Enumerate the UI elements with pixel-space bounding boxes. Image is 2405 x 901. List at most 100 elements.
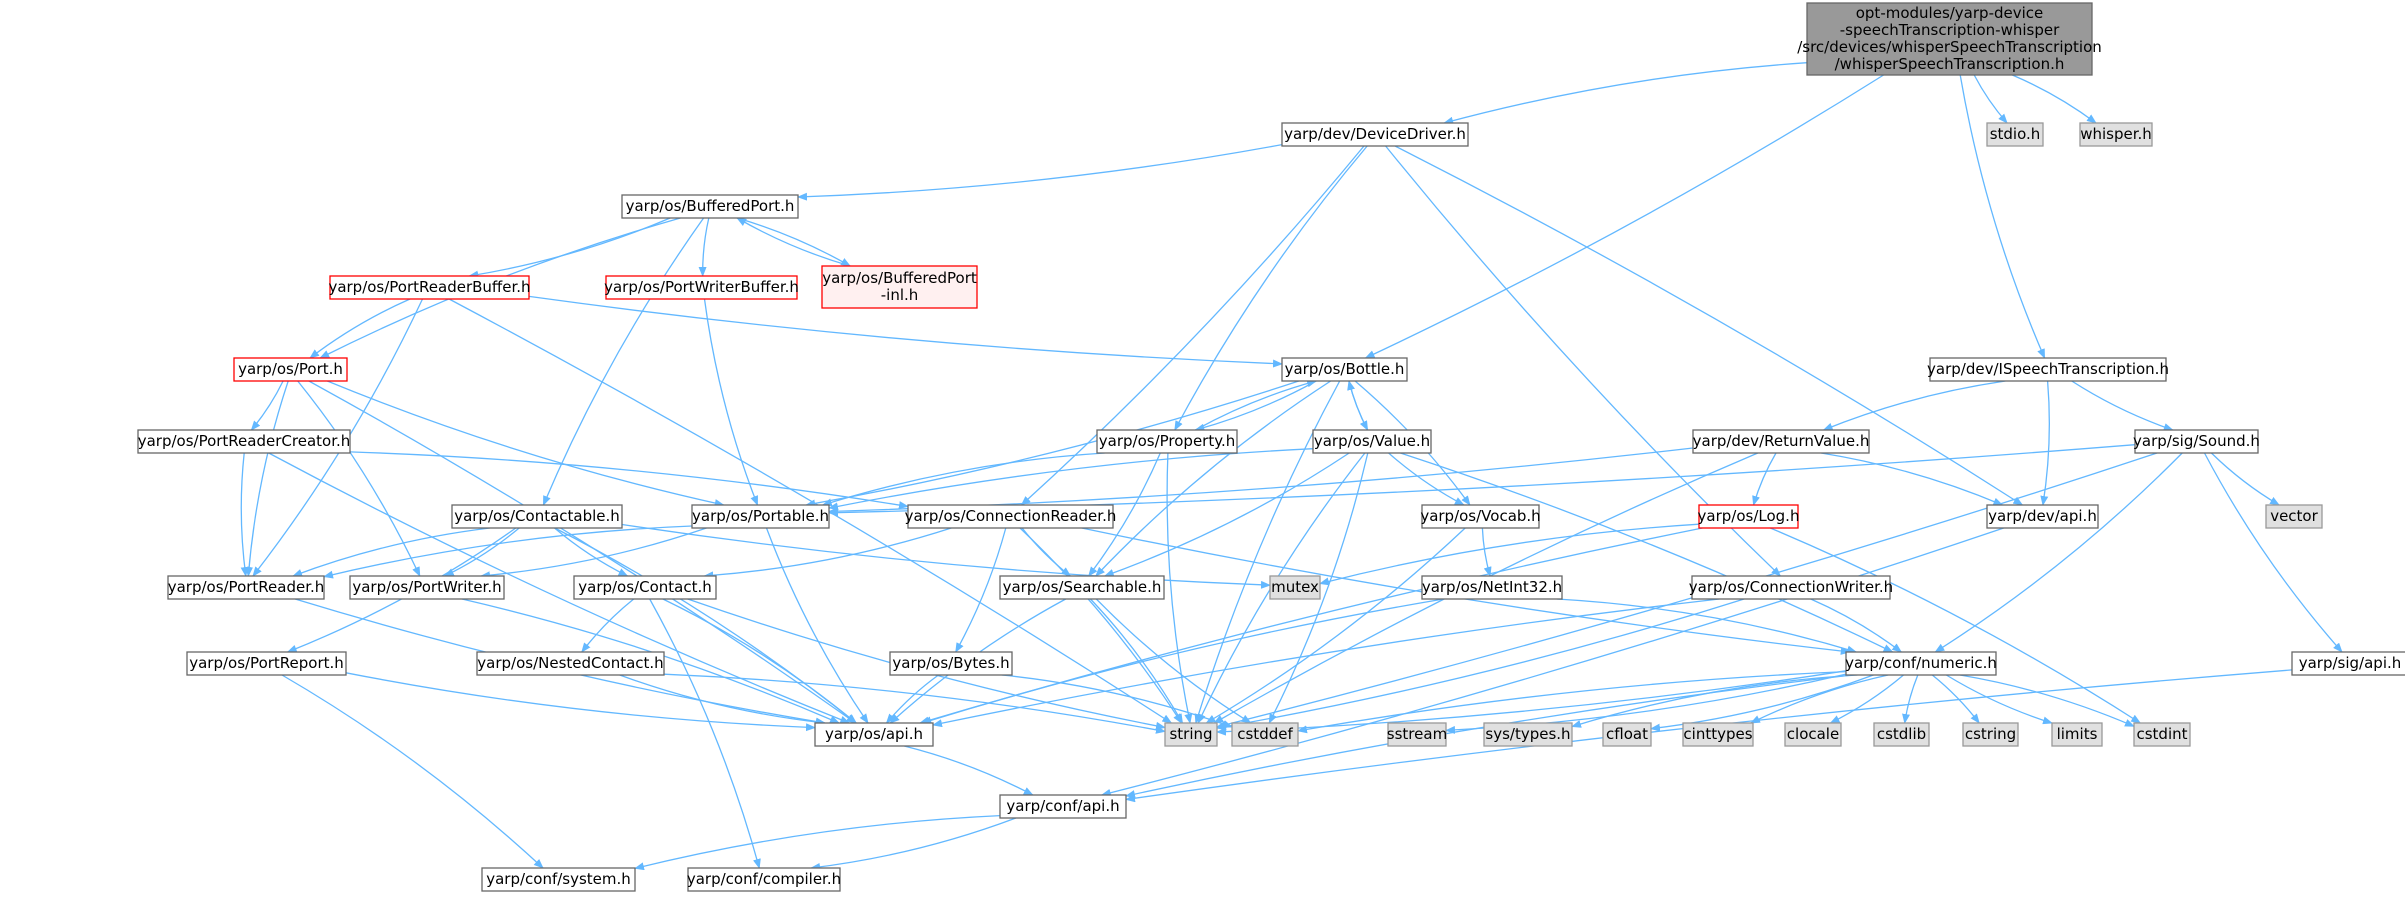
node-port[interactable]: yarp/os/Port.h <box>233 357 348 382</box>
node-box-bufferedPort <box>621 194 799 219</box>
node-box-sigApi <box>2291 651 2405 676</box>
node-box-cstdlib <box>1873 722 1930 747</box>
node-label-whisper: whisper.h <box>2080 125 2152 143</box>
node-confApi[interactable]: yarp/conf/api.h <box>999 794 1127 819</box>
edge-portReport-to-system <box>281 674 544 869</box>
node-label-clocale: clocale <box>1787 725 1839 743</box>
edge-returnValue-to-devApi <box>1820 452 2004 506</box>
node-system[interactable]: yarp/conf/system.h <box>481 867 636 892</box>
node-label-cfloat: cfloat <box>1606 725 1648 743</box>
node-log[interactable]: yarp/os/Log.h <box>1698 504 1800 529</box>
edge-numeric-to-cinttypes <box>1750 674 1889 724</box>
node-portReaderBuffer[interactable]: yarp/os/PortReaderBuffer.h <box>328 275 531 300</box>
node-value[interactable]: yarp/os/Value.h <box>1312 429 1432 454</box>
node-box-portReaderCreator <box>137 429 351 454</box>
edge-vocab-to-netInt32 <box>1481 527 1492 577</box>
node-box-netInt32 <box>1421 575 1563 600</box>
edge-contactable-to-contact <box>554 527 629 577</box>
node-label-root: /whisperSpeechTranscription.h <box>1835 55 2065 73</box>
node-label-numeric: yarp/conf/numeric.h <box>1845 654 1997 672</box>
node-label-iSpeech: yarp/dev/ISpeechTranscription.h <box>1927 360 2169 378</box>
node-vocab[interactable]: yarp/os/Vocab.h <box>1420 504 1541 529</box>
node-label-connectionWriter: yarp/os/ConnectionWriter.h <box>1689 578 1893 596</box>
node-label-cstddef: cstddef <box>1237 725 1293 743</box>
node-bufferedPort[interactable]: yarp/os/BufferedPort.h <box>621 194 799 219</box>
node-netInt32[interactable]: yarp/os/NetInt32.h <box>1421 575 1563 600</box>
node-bytes[interactable]: yarp/os/Bytes.h <box>889 651 1013 676</box>
node-root[interactable]: opt-modules/yarp-device-speechTranscript… <box>1797 2 2102 76</box>
node-iSpeech[interactable]: yarp/dev/ISpeechTranscription.h <box>1927 357 2169 382</box>
node-box-contactable <box>451 504 623 529</box>
edge-netInt32-to-osApi <box>921 598 1444 725</box>
edge-root-to-bottle <box>1364 74 1884 359</box>
node-compiler[interactable]: yarp/conf/compiler.h <box>687 867 841 892</box>
edge-property-to-string <box>1166 452 1193 724</box>
node-label-cstring: cstring <box>1965 725 2016 743</box>
edge-contact-to-compiler <box>649 598 761 869</box>
node-box-string <box>1164 722 1218 747</box>
node-cfloat: cfloat <box>1602 722 1652 747</box>
edge-iSpeech-to-returnValue <box>1822 380 2006 431</box>
node-box-value <box>1312 429 1432 454</box>
node-nestedContact[interactable]: yarp/os/NestedContact.h <box>476 651 665 676</box>
node-connectionReader[interactable]: yarp/os/ConnectionReader.h <box>905 504 1117 529</box>
node-box-cinttypes <box>1682 722 1754 747</box>
node-portWriter[interactable]: yarp/os/PortWriter.h <box>349 575 505 600</box>
edge-root-to-stdio <box>1973 74 2008 124</box>
node-portWriterBuffer[interactable]: yarp/os/PortWriterBuffer.h <box>604 275 799 300</box>
node-label-contactable: yarp/os/Contactable.h <box>454 507 620 525</box>
node-sigApi[interactable]: yarp/sig/api.h <box>2291 651 2405 676</box>
edge-bytes-to-osApi <box>885 674 939 724</box>
edge-numeric-to-clocale <box>1829 674 1904 724</box>
node-box-confApi <box>999 794 1127 819</box>
node-cinttypes: cinttypes <box>1682 722 1754 747</box>
node-label-property: yarp/os/Property.h <box>1099 432 1235 450</box>
edge-bytes-to-cstddef <box>1001 674 1233 728</box>
node-bufferedPortInl[interactable]: yarp/os/BufferedPort-inl.h <box>821 265 978 309</box>
node-box-sound <box>2134 429 2259 454</box>
node-box-limits <box>2051 722 2103 747</box>
node-box-returnValue <box>1692 429 1870 454</box>
node-portReaderCreator[interactable]: yarp/os/PortReaderCreator.h <box>137 429 351 454</box>
edge-bottle-to-searchable <box>1095 380 1332 577</box>
edge-port-to-portReader <box>245 380 289 577</box>
node-box-stdio <box>1986 122 2044 147</box>
node-contactable[interactable]: yarp/os/Contactable.h <box>451 504 623 529</box>
node-portReport[interactable]: yarp/os/PortReport.h <box>186 651 347 676</box>
node-label-port: yarp/os/Port.h <box>238 360 343 378</box>
node-bottle[interactable]: yarp/os/Bottle.h <box>1281 357 1408 382</box>
node-box-portWriter <box>349 575 505 600</box>
node-box-nestedContact <box>476 651 665 676</box>
node-label-value: yarp/os/Value.h <box>1314 432 1430 450</box>
node-portReader[interactable]: yarp/os/PortReader.h <box>167 575 325 600</box>
edge-root-to-whisper <box>2012 74 2097 124</box>
edge-portReaderBuffer-to-bottle <box>528 295 1283 368</box>
node-sstream: sstream <box>1387 722 1447 747</box>
edge-port-to-portable <box>327 380 725 507</box>
node-searchable[interactable]: yarp/os/Searchable.h <box>999 575 1165 600</box>
edge-bottle-to-value <box>1348 380 1369 431</box>
edge-portReport-to-osApi <box>345 672 816 732</box>
node-label-portable: yarp/os/Portable.h <box>692 507 829 525</box>
edges-layer <box>240 62 2343 871</box>
node-portable[interactable]: yarp/os/Portable.h <box>691 504 830 529</box>
edge-portReaderBuffer-to-port <box>309 298 411 359</box>
node-devApi[interactable]: yarp/dev/api.h <box>1986 504 2099 529</box>
edge-confApi-to-compiler <box>810 817 1017 871</box>
node-sound[interactable]: yarp/sig/Sound.h <box>2133 429 2260 454</box>
edge-connectionWriter-to-osApi <box>932 598 1720 728</box>
node-numeric[interactable]: yarp/conf/numeric.h <box>1845 651 1997 676</box>
node-deviceDriver[interactable]: yarp/dev/DeviceDriver.h <box>1281 122 1469 147</box>
edge-numeric-to-limits <box>1945 674 2053 725</box>
node-contact[interactable]: yarp/os/Contact.h <box>573 575 717 600</box>
node-osApi[interactable]: yarp/os/api.h <box>814 722 934 747</box>
edge-returnValue-to-portable <box>828 447 1694 516</box>
node-returnValue[interactable]: yarp/dev/ReturnValue.h <box>1692 429 1870 454</box>
node-box-sstream <box>1387 722 1447 747</box>
node-label-root: -speechTranscription-whisper <box>1840 21 2060 39</box>
node-label-bufferedPort: yarp/os/BufferedPort.h <box>626 197 795 215</box>
node-label-sstream: sstream <box>1387 725 1447 743</box>
node-property[interactable]: yarp/os/Property.h <box>1096 429 1238 454</box>
node-connectionWriter[interactable]: yarp/os/ConnectionWriter.h <box>1689 575 1893 600</box>
edge-connectionWriter-to-string <box>1216 598 1745 731</box>
